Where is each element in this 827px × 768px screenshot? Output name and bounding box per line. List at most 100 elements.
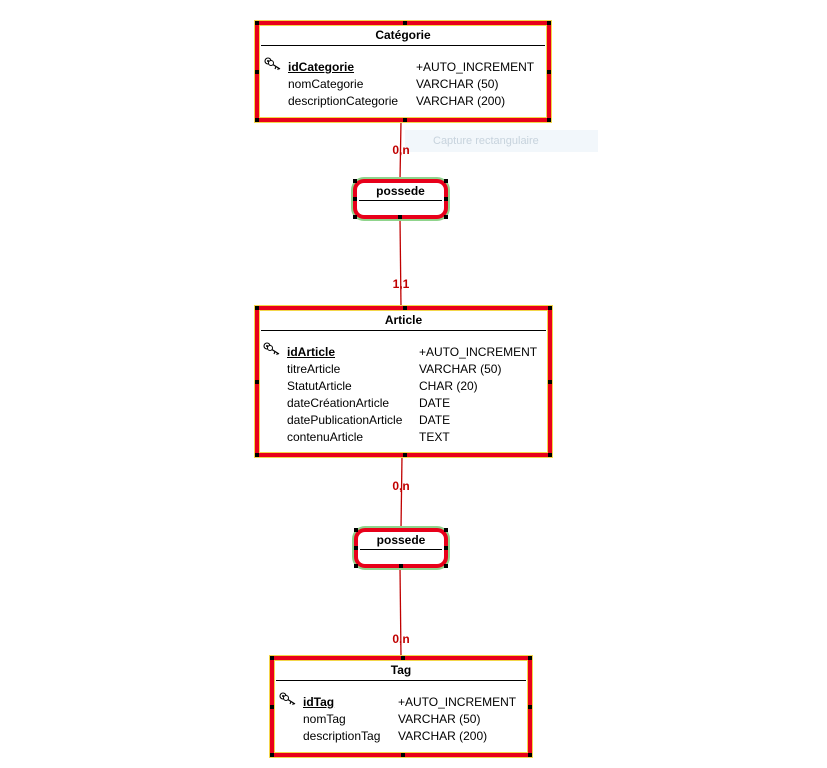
attribute-list: idArticle +AUTO_INCREMENT titreArticle V… xyxy=(259,344,548,446)
resize-handle[interactable] xyxy=(444,546,448,550)
entity-title: Article xyxy=(261,310,546,331)
attribute-row: idArticle +AUTO_INCREMENT xyxy=(287,344,548,361)
attribute-type: DATE xyxy=(419,413,451,427)
attribute-name: descriptionCategorie xyxy=(288,94,399,108)
attribute-row: StatutArticle CHAR (20) xyxy=(287,378,548,395)
attribute-row: descriptionTag VARCHAR (200) xyxy=(303,728,528,745)
attribute-row: descriptionCategorie VARCHAR (200) xyxy=(288,93,547,110)
attribute-row: idCategorie +AUTO_INCREMENT xyxy=(288,59,547,76)
attribute-name: idTag xyxy=(303,695,335,709)
association-title: possede xyxy=(360,532,442,550)
attribute-type: VARCHAR (200) xyxy=(416,94,506,108)
attribute-name: titreArticle xyxy=(287,362,341,376)
resize-handle[interactable] xyxy=(255,118,259,122)
resize-handle[interactable] xyxy=(547,21,551,25)
resize-handle[interactable] xyxy=(270,656,274,660)
resize-handle[interactable] xyxy=(547,70,551,74)
attribute-name: nomTag xyxy=(303,712,346,726)
attribute-row: titreArticle VARCHAR (50) xyxy=(287,361,548,378)
attribute-type: +AUTO_INCREMENT xyxy=(416,60,535,74)
resize-handle[interactable] xyxy=(255,380,259,384)
cardinality-label: 0,n xyxy=(392,479,410,493)
attribute-name: idArticle xyxy=(287,345,336,359)
resize-handle[interactable] xyxy=(547,118,551,122)
resize-handle[interactable] xyxy=(354,564,358,568)
link-possede-tag xyxy=(399,566,402,658)
resize-handle[interactable] xyxy=(403,118,407,122)
attribute-name: dateCréationArticle xyxy=(287,396,390,410)
attribute-row: datePublicationArticle DATE xyxy=(287,412,548,429)
primary-key-icon xyxy=(264,57,281,71)
resize-handle[interactable] xyxy=(354,528,358,532)
resize-handle[interactable] xyxy=(354,546,358,550)
resize-handle[interactable] xyxy=(255,21,259,25)
entity-tag[interactable]: Tag idTag +AUTO_INCREMENT nomTag VARCHAR… xyxy=(270,656,532,757)
link-categorie-possede xyxy=(399,120,402,181)
resize-handle[interactable] xyxy=(399,564,403,568)
attribute-type: CHAR (20) xyxy=(419,379,478,393)
link-article-possede xyxy=(400,455,403,530)
resize-handle[interactable] xyxy=(528,753,532,757)
attribute-row: dateCréationArticle DATE xyxy=(287,395,548,412)
association-possede[interactable]: possede xyxy=(353,179,448,219)
attribute-type: DATE xyxy=(419,396,451,410)
attribute-row: nomTag VARCHAR (50) xyxy=(303,711,528,728)
cardinality-label: 0,n xyxy=(392,632,410,646)
resize-handle[interactable] xyxy=(403,21,407,25)
resize-handle[interactable] xyxy=(528,656,532,660)
resize-handle[interactable] xyxy=(353,179,357,183)
resize-handle[interactable] xyxy=(270,753,274,757)
resize-handle[interactable] xyxy=(401,753,405,757)
attribute-type: VARCHAR (50) xyxy=(419,362,502,376)
resize-handle[interactable] xyxy=(255,70,259,74)
link-possede-article xyxy=(399,217,402,308)
attribute-row: contenuArticle TEXT xyxy=(287,429,548,446)
resize-handle[interactable] xyxy=(444,564,448,568)
resize-handle[interactable] xyxy=(548,453,552,457)
cardinality-label: 1,1 xyxy=(392,277,410,291)
resize-handle[interactable] xyxy=(444,215,448,219)
entity-title: Tag xyxy=(276,660,526,681)
resize-handle[interactable] xyxy=(255,453,259,457)
attribute-name: StatutArticle xyxy=(287,379,352,393)
resize-handle[interactable] xyxy=(398,215,402,219)
resize-handle[interactable] xyxy=(403,453,407,457)
resize-handle[interactable] xyxy=(548,306,552,310)
attribute-type: TEXT xyxy=(419,430,450,444)
resize-handle[interactable] xyxy=(270,705,274,709)
entity-article[interactable]: Article idArticle +AUTO_INCREMENT titreA… xyxy=(255,306,552,457)
attribute-name: nomCategorie xyxy=(288,77,364,91)
attribute-row: idTag +AUTO_INCREMENT xyxy=(303,694,528,711)
attribute-type: +AUTO_INCREMENT xyxy=(398,695,517,709)
attribute-list: idCategorie +AUTO_INCREMENT nomCategorie… xyxy=(259,59,547,110)
resize-handle[interactable] xyxy=(548,380,552,384)
attribute-name: idCategorie xyxy=(288,60,355,74)
attribute-list: idTag +AUTO_INCREMENT nomTag VARCHAR (50… xyxy=(274,694,528,745)
entity-categorie[interactable]: Catégorie idCategorie +AUTO_INCREMENT no… xyxy=(255,21,551,122)
resize-handle[interactable] xyxy=(255,306,259,310)
resize-handle[interactable] xyxy=(444,528,448,532)
attribute-type: VARCHAR (50) xyxy=(398,712,481,726)
attribute-type: VARCHAR (200) xyxy=(398,729,488,743)
resize-handle[interactable] xyxy=(403,306,407,310)
resize-handle[interactable] xyxy=(444,197,448,201)
attribute-name: contenuArticle xyxy=(287,430,364,444)
resize-handle[interactable] xyxy=(353,197,357,201)
attribute-row: nomCategorie VARCHAR (50) xyxy=(288,76,547,93)
attribute-type: +AUTO_INCREMENT xyxy=(419,345,538,359)
association-title: possede xyxy=(359,183,442,201)
attribute-name: descriptionTag xyxy=(303,729,381,743)
primary-key-icon xyxy=(279,692,296,706)
attribute-type: VARCHAR (50) xyxy=(416,77,499,91)
resize-handle[interactable] xyxy=(401,656,405,660)
resize-handle[interactable] xyxy=(444,179,448,183)
resize-handle[interactable] xyxy=(528,705,532,709)
association-possede[interactable]: possede xyxy=(354,528,448,568)
primary-key-icon xyxy=(263,342,280,356)
cardinality-label: 0,n xyxy=(392,143,410,157)
rectangle-capture-tooltip: Capture rectangulaire xyxy=(405,130,598,152)
attribute-name: datePublicationArticle xyxy=(287,413,403,427)
resize-handle[interactable] xyxy=(353,215,357,219)
entity-title: Catégorie xyxy=(261,25,545,46)
